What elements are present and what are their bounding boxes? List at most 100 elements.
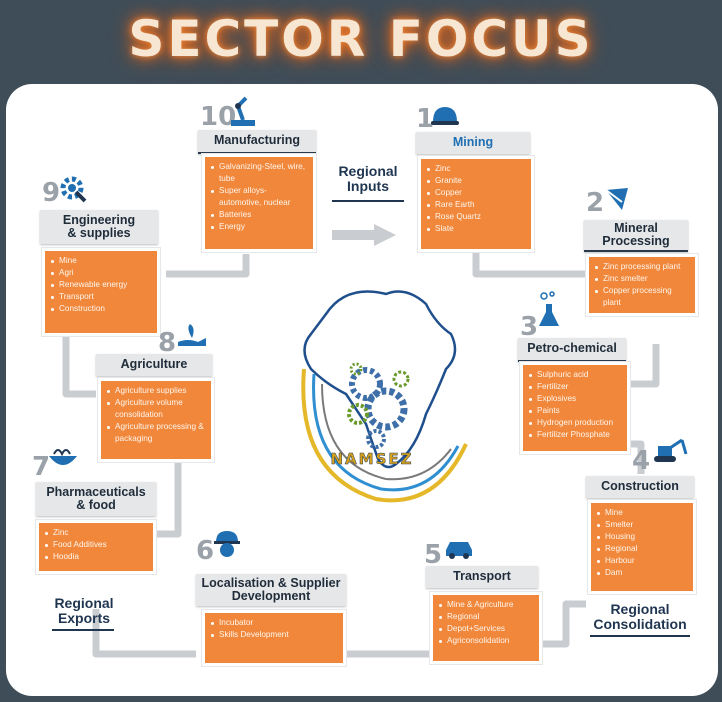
list-item: Construction (51, 303, 153, 315)
sector-header: Mining (416, 132, 530, 154)
sector-header: Agriculture (96, 354, 212, 376)
list-item: Sulphuric acid (529, 369, 623, 381)
input-arrow (332, 224, 396, 246)
list-item: Mine (51, 255, 153, 267)
label-underline (332, 200, 404, 202)
list-item: Dam (597, 567, 689, 579)
list-item: Galvanizing-Steel, wire, tube (211, 161, 309, 185)
flask-icon (539, 291, 559, 326)
sector-body: Mine & Agriculture Regional Depot+Servic… (430, 592, 542, 664)
sector-body: Zinc processing plant Zinc smelter Coppe… (586, 254, 698, 316)
sector-header: Construction (586, 476, 694, 498)
food-bowl-icon (49, 449, 77, 465)
regional-exports-label: Regional Exports (54, 595, 114, 626)
sector-body: Mine Smelter Housing Regional Harbour Da… (588, 500, 696, 594)
sector-number: 7 (32, 452, 51, 482)
list-item: Slate (427, 223, 527, 235)
sector-body: Zinc Granite Copper Rare Earth Rose Quar… (418, 156, 534, 252)
list-item: Smelter (597, 519, 689, 531)
robot-arm-icon (231, 96, 255, 126)
list-item: Food Additives (45, 539, 149, 551)
list-item: Fertilizer Phosphate (529, 429, 623, 441)
list-item: Transport (51, 291, 153, 303)
list-item: Agriconsolidation (439, 635, 535, 647)
regional-inputs-label: Regional Inputs (338, 163, 398, 194)
sector-header: Petro-chemical (518, 338, 626, 362)
list-item: Agriculture supplies (107, 385, 207, 397)
list-item: Regional (439, 611, 535, 623)
sector-number: 3 (520, 312, 539, 342)
connector-7-6 (92, 609, 196, 658)
list-item: Housing (597, 531, 689, 543)
regional-consolidation-label: Regional Consolidation (593, 601, 687, 632)
sector-diagram: 10 Manufacturing Galvanizing-Steel, wire… (6, 84, 718, 696)
hard-hat-icon (431, 107, 459, 125)
list-item: Rose Quartz (427, 211, 527, 223)
list-item: Fertilizer (529, 381, 623, 393)
sector-number: 8 (158, 328, 177, 358)
list-item: Paints (529, 405, 623, 417)
list-item: Copper processing plant (595, 285, 691, 309)
list-item: Super alloys-automotive, nuclear (211, 185, 309, 209)
car-icon (446, 542, 472, 559)
gears-cluster (347, 362, 410, 449)
list-item: Zinc smelter (595, 273, 691, 285)
list-item: Zinc (45, 527, 149, 539)
sector-body: Agriculture supplies Agriculture volume … (98, 378, 214, 462)
sector-header: Transport (426, 566, 538, 588)
list-item: Mine & Agriculture (439, 599, 535, 611)
gray-swoosh (321, 383, 452, 481)
logo-text: NAMSEZ (330, 450, 413, 468)
connector-10-9 (166, 254, 250, 278)
sector-number: 9 (42, 178, 61, 208)
list-item: Zinc (427, 163, 527, 175)
list-item: Incubator (211, 617, 339, 629)
connector-3-2 (618, 344, 660, 388)
page-title: SECTOR FOCUS (128, 10, 594, 68)
plant-hand-icon (178, 324, 206, 346)
connector-8-7 (156, 456, 182, 538)
list-item: Harbour (597, 555, 689, 567)
list-item: Hoodia (45, 551, 149, 563)
sector-number: 2 (586, 188, 605, 218)
blue-swoosh (312, 373, 460, 492)
sector-body: Incubator Skills Development (202, 610, 346, 666)
sector-number: 10 (200, 102, 237, 132)
connector-5-4 (541, 600, 586, 648)
list-item: Energy (211, 221, 309, 233)
gold-swoosh (301, 368, 468, 503)
connector-lines (62, 224, 660, 658)
label-underline (590, 635, 690, 637)
list-item: Hydrogen production (529, 417, 623, 429)
africa-outline (303, 290, 457, 469)
list-item: Rare Earth (427, 199, 527, 211)
list-item: Explosives (529, 393, 623, 405)
list-item: Agriculture volume consolidation (107, 397, 207, 421)
sector-header: Manufacturing (198, 130, 316, 154)
list-item: Skills Development (211, 629, 339, 641)
sector-number: 4 (632, 446, 651, 476)
sector-header: Localisation & Supplier Development (196, 574, 346, 606)
list-item: Zinc processing plant (595, 261, 691, 273)
list-item: Copper (427, 187, 527, 199)
sector-header: Mineral Processing (584, 220, 688, 252)
connector-9-8 (62, 334, 96, 398)
namsez-logo: NAMSEZ (301, 290, 468, 503)
sector-number: 6 (196, 536, 215, 566)
sector-header: Pharmaceuticals & food (36, 482, 156, 516)
processing-arrow-icon (605, 188, 628, 210)
sector-body: Mine Agri Renewable energy Transport Con… (42, 248, 160, 336)
excavator-icon (654, 438, 688, 462)
list-item: Batteries (211, 209, 309, 221)
list-item: Renewable energy (51, 279, 153, 291)
sector-body: Sulphuric acid Fertilizer Explosives Pai… (520, 362, 630, 454)
worker-helmet-icon (214, 531, 240, 557)
list-item: Depot+Services (439, 623, 535, 635)
label-underline (52, 629, 114, 631)
list-item: Regional (597, 543, 689, 555)
sector-body: Galvanizing-Steel, wire, tube Super allo… (202, 154, 316, 252)
list-item: Agriculture processing & packaging (107, 421, 207, 445)
sector-number: 5 (424, 540, 443, 570)
sector-number: 1 (416, 104, 435, 134)
connector-1-2 (472, 244, 586, 278)
